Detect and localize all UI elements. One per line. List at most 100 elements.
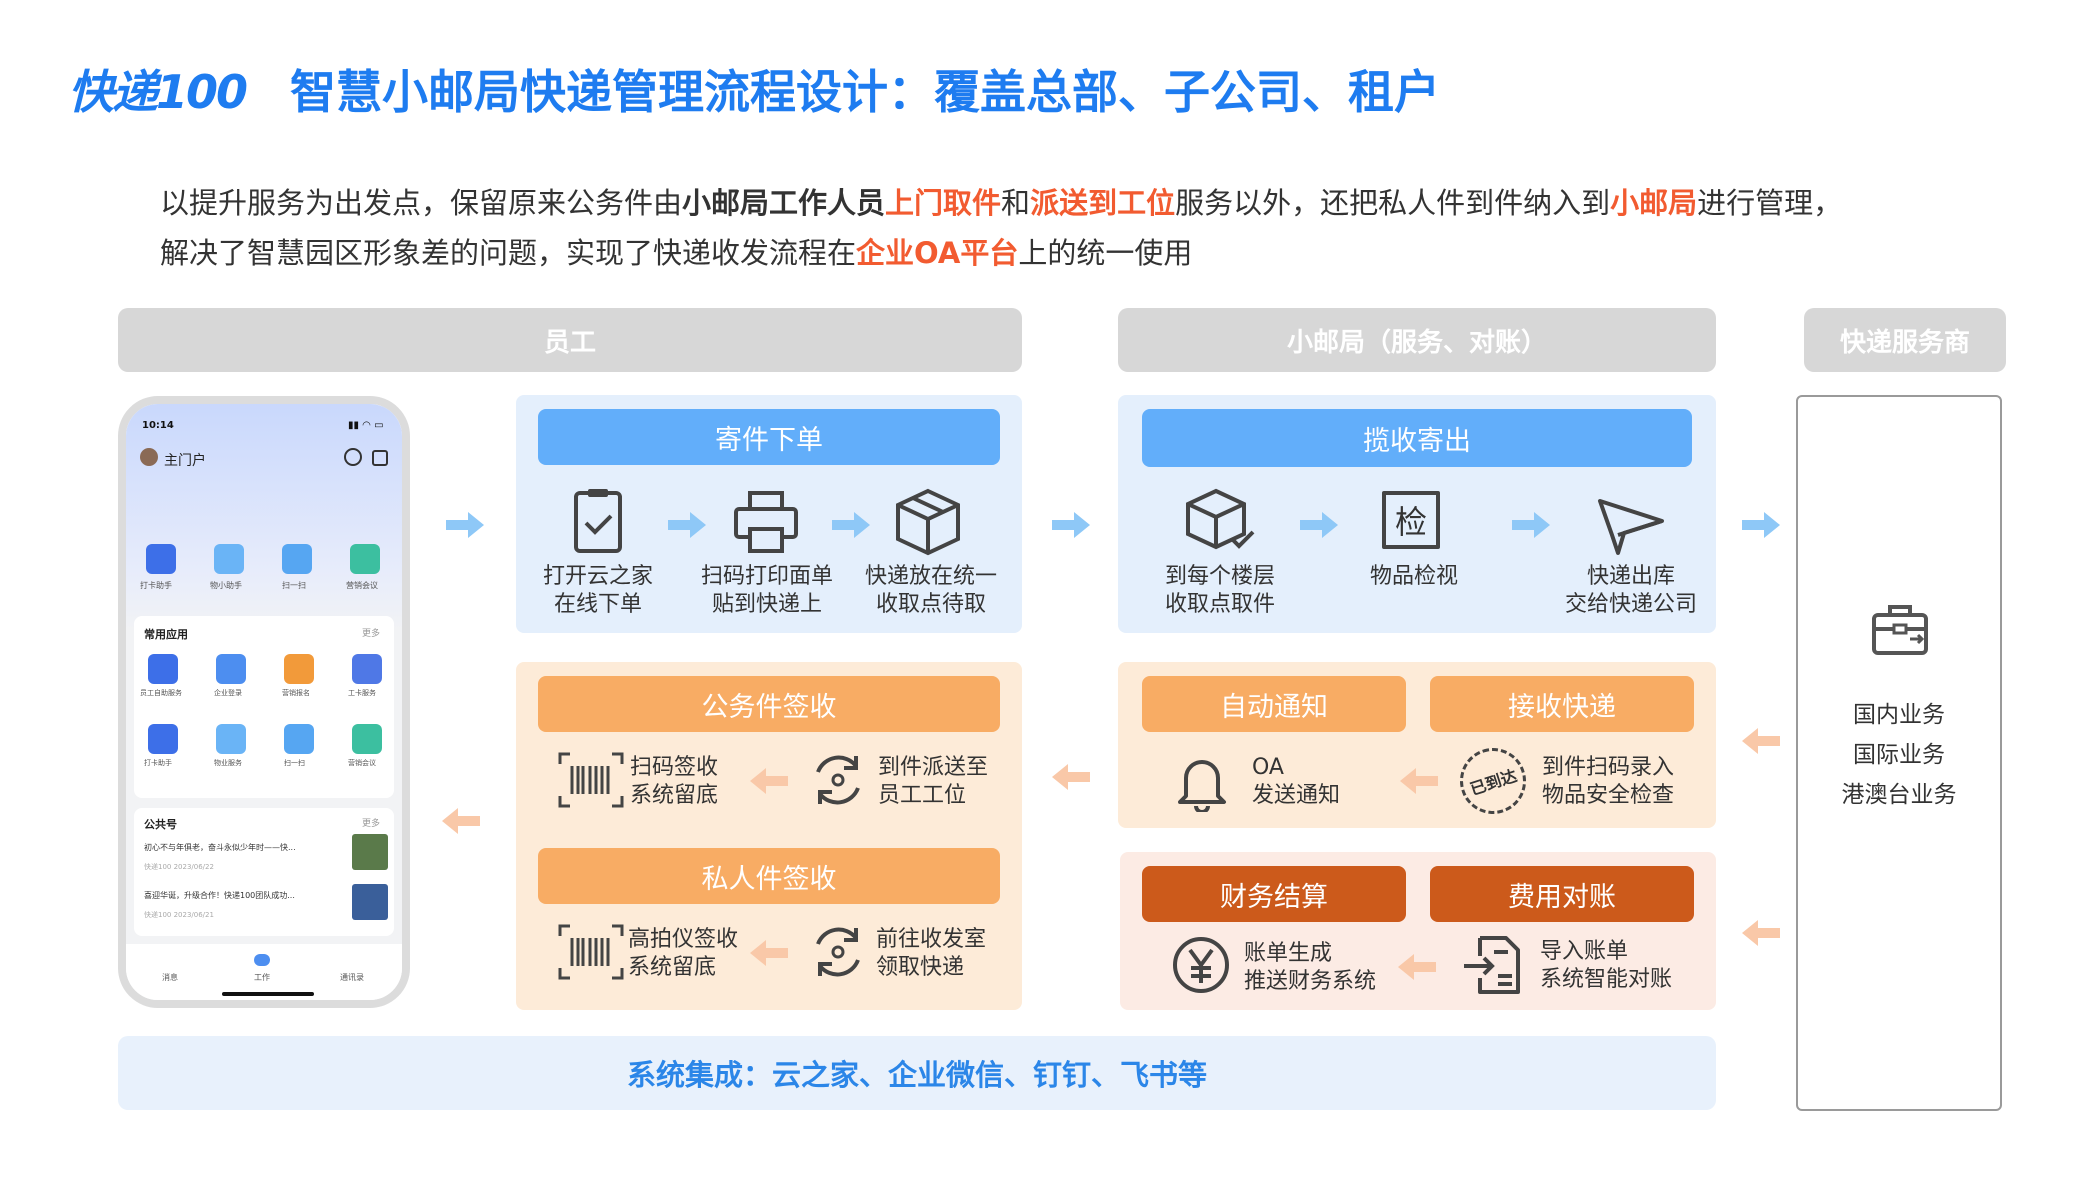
send-step-2-line-2: 贴到快递上 bbox=[711, 592, 822, 617]
provider-hk-macao-taiwan: 港澳台业务 bbox=[1841, 782, 1957, 808]
brand-logo: 快递100 bbox=[68, 65, 248, 119]
private-right-line-1: 前往收发室 bbox=[876, 927, 987, 952]
app-icon-4[interactable] bbox=[350, 544, 380, 574]
app-label: 物业服务 bbox=[214, 759, 242, 767]
common-apps-card: 常用应用 更多 员工自助服务 企业登录 营销报名 工卡服务 打卡助手 物业服务 … bbox=[134, 616, 394, 798]
app-label: 扫一扫 bbox=[284, 759, 305, 767]
arrow-right-icon bbox=[1052, 512, 1090, 538]
paper-plane-icon bbox=[1598, 499, 1664, 555]
barcode-icon bbox=[558, 924, 624, 980]
app-icon[interactable] bbox=[352, 654, 382, 684]
header-provider: 快递服务商 bbox=[1804, 308, 2006, 372]
news-thumbnail[interactable] bbox=[352, 884, 388, 920]
finance-line-1: 账单生成 bbox=[1244, 941, 1333, 966]
app-label: 工卡服务 bbox=[348, 689, 376, 697]
box-check-icon bbox=[1186, 488, 1255, 550]
notify-title: 自动通知 bbox=[1142, 676, 1406, 732]
refresh-cycle-icon bbox=[816, 755, 860, 805]
official-left-line-1: 扫码签收 bbox=[630, 755, 719, 780]
news-item-text[interactable]: 初心不与年俱老，奋斗永似少年时——快... bbox=[144, 843, 296, 852]
send-title: 寄件下单 bbox=[538, 409, 1000, 465]
app-icon[interactable] bbox=[148, 654, 178, 684]
news-item-text[interactable]: 喜迎华诞，升级合作！快递100团队成功... bbox=[144, 891, 295, 900]
intro-segment: 小邮局工作人员 bbox=[682, 186, 886, 220]
app-icon[interactable] bbox=[216, 724, 246, 754]
bell-icon bbox=[1178, 760, 1226, 812]
app-label: 扫一扫 bbox=[282, 581, 306, 590]
collect-title: 揽收寄出 bbox=[1142, 409, 1692, 467]
intro-segment: 和 bbox=[1001, 186, 1031, 220]
intro-segment: 解决了智慧园区形象差的问题，实现了快递收发流程在 bbox=[160, 236, 857, 270]
notify-line-1: OA bbox=[1252, 755, 1284, 780]
app-label: 打卡助手 bbox=[144, 759, 172, 767]
tab-bar: 消息 工作 通讯录 bbox=[126, 944, 402, 1000]
intro-segment: 小邮局 bbox=[1610, 186, 1698, 220]
app-label: 物小助手 bbox=[210, 581, 242, 590]
private-title: 私人件签收 bbox=[538, 848, 1000, 904]
briefcase-icon bbox=[1872, 605, 1928, 655]
collect-step-1-line-1: 到每个楼层 bbox=[1164, 564, 1275, 589]
app-icon-2[interactable] bbox=[214, 544, 244, 574]
app-icon-1[interactable] bbox=[146, 544, 176, 574]
arrived-stamp-icon: 已到达 bbox=[1451, 739, 1535, 823]
header-post-office: 小邮局（服务、对账） bbox=[1118, 308, 1716, 372]
app-icon[interactable] bbox=[352, 724, 382, 754]
arrow-left-icon bbox=[750, 768, 788, 794]
app-label: 营销报名 bbox=[282, 689, 310, 697]
reconcile-line-1: 导入账单 bbox=[1540, 939, 1629, 964]
arrow-right-icon bbox=[1512, 512, 1550, 538]
app-label: 员工自助服务 bbox=[140, 689, 182, 697]
news-thumbnail[interactable] bbox=[352, 834, 388, 870]
avatar[interactable] bbox=[140, 448, 158, 466]
app-icon[interactable] bbox=[216, 654, 246, 684]
bot-icon[interactable] bbox=[344, 448, 362, 466]
official-title: 公务件签收 bbox=[538, 676, 1000, 732]
app-icon-3[interactable] bbox=[282, 544, 312, 574]
reconcile-line-2: 系统智能对账 bbox=[1540, 967, 1673, 992]
common-apps-title: 常用应用 bbox=[144, 628, 188, 641]
send-step-3-line-1: 快递放在统一 bbox=[864, 564, 997, 589]
news-card: 公共号 更多 初心不与年俱老，奋斗永似少年时——快... 快递100 2023/… bbox=[134, 808, 394, 936]
collect-step-2-line-1: 物品检视 bbox=[1369, 564, 1458, 589]
more-link[interactable]: 更多 bbox=[362, 819, 381, 829]
printer-icon bbox=[734, 491, 798, 553]
app-label: 营销会议 bbox=[346, 581, 378, 590]
header-employee: 员工 bbox=[118, 308, 1022, 372]
send-step-2-line-1: 扫码打印面单 bbox=[700, 564, 833, 589]
reconcile-title: 费用对账 bbox=[1430, 866, 1694, 922]
more-link[interactable]: 更多 bbox=[362, 629, 381, 639]
arrow-right-icon bbox=[446, 512, 484, 538]
package-icon bbox=[896, 488, 960, 556]
tab-contacts[interactable]: 通讯录 bbox=[340, 973, 364, 982]
cloud-icon bbox=[254, 954, 270, 966]
phone-mockup: 10:14 ▮▮ ◠ ▭ 主门户 打卡助手 物小助手 扫一扫 营销会议 常用应用… bbox=[118, 396, 410, 1008]
intro-segment: 派送到工位 bbox=[1030, 186, 1176, 220]
receive-line-1: 到件扫码录入 bbox=[1542, 755, 1675, 780]
arrow-left-icon bbox=[1742, 920, 1780, 946]
private-left-line-1: 高拍仪签收 bbox=[628, 927, 739, 952]
app-icon[interactable] bbox=[284, 724, 314, 754]
refresh-cycle-icon bbox=[816, 927, 860, 977]
arrow-left-icon bbox=[442, 808, 480, 834]
app-icon[interactable] bbox=[148, 724, 178, 754]
tab-messages[interactable]: 消息 bbox=[162, 973, 178, 982]
page-title: 智慧小邮局快递管理流程设计：覆盖总部、子公司、租户 bbox=[290, 65, 1440, 119]
news-title: 公共号 bbox=[144, 818, 177, 831]
grid-icon[interactable] bbox=[372, 450, 388, 466]
official-right-line-2: 员工工位 bbox=[878, 783, 967, 808]
barcode-icon bbox=[558, 752, 624, 808]
collect-step-3-line-1: 快递出库 bbox=[1586, 564, 1675, 589]
tab-work[interactable]: 工作 bbox=[254, 973, 270, 982]
inspect-icon: 检 bbox=[1382, 491, 1440, 549]
clipboard-check-icon bbox=[574, 489, 622, 553]
app-icon[interactable] bbox=[284, 654, 314, 684]
arrow-left-icon bbox=[750, 940, 788, 966]
notify-line-2: 发送通知 bbox=[1252, 783, 1341, 808]
send-step-1-line-1: 打开云之家 bbox=[542, 564, 653, 589]
provider-box: 国内业务 国际业务 港澳台业务 bbox=[1796, 395, 2002, 1111]
receipt-panel: 公务件签收 扫码签收 系统留底 到件派送至 员工工位 私人件签收 高拍仪签收 系… bbox=[516, 662, 1022, 1010]
notify-panel: 自动通知 接收快递 OA 发送通知 已到达 到件扫码录入 物品安全检查 bbox=[1118, 662, 1716, 828]
arrow-left-icon bbox=[1742, 728, 1780, 754]
arrow-left-icon bbox=[1400, 768, 1438, 794]
collect-panel: 揽收寄出 到每个楼层 收取点取件 检 物品检视 快递出库 交给快递公司 bbox=[1118, 395, 1716, 633]
